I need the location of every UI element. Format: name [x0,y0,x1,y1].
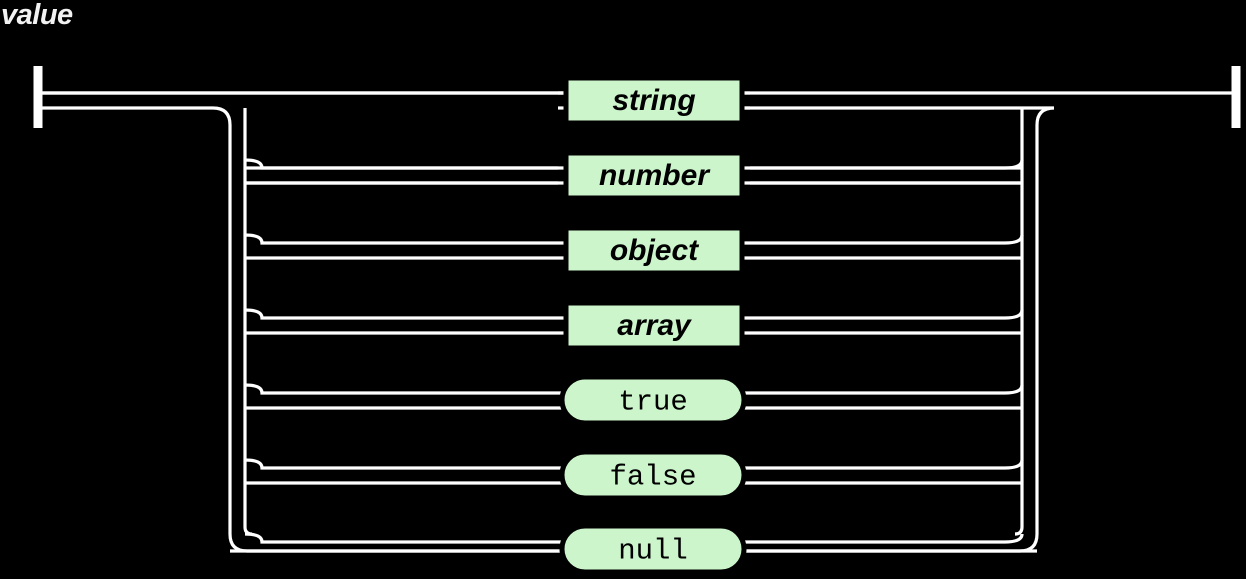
number-track-upper [244,158,566,170]
array-label: array [617,309,692,342]
node-null[interactable]: null [559,523,747,575]
object-track-upper-right [742,234,1024,245]
array-track-upper-right [742,309,1024,320]
string-box[interactable] [563,75,745,126]
false-box[interactable] [559,449,747,501]
branch-channel-true [244,383,1024,410]
object-box[interactable] [563,225,745,276]
object-track-upper [244,233,566,245]
node-string[interactable]: string [563,75,745,126]
true-label: true [618,386,688,419]
node-object[interactable]: object [563,225,745,276]
branch-channel-false [244,458,1024,485]
string-label: string [612,84,695,117]
node-false[interactable]: false [559,449,747,501]
false-track-upper-right [744,459,1024,470]
number-box[interactable] [563,150,745,201]
node-number[interactable]: number [563,150,745,201]
array-track-upper [244,308,566,320]
false-label: false [609,461,696,494]
branch-channel-array [244,308,1024,335]
true-box[interactable] [559,374,747,426]
null-box[interactable] [559,523,747,575]
left-spine-inner [243,108,253,536]
null-label: null [618,535,688,568]
node-true[interactable]: true [559,374,747,426]
object-label: object [610,234,700,267]
true-track-upper [244,383,562,395]
true-track-upper-right [744,384,1024,395]
number-track-upper-right [742,159,1024,170]
number-label: number [599,159,711,192]
diagram-title: value [1,0,73,31]
right-spine-inner [1014,108,1024,536]
false-track-upper [244,458,562,470]
null-track-upper-right [744,533,1024,544]
null-track-upper [244,532,562,544]
array-box[interactable] [563,300,745,351]
branch-channel-null [230,532,1037,553]
branch-channel-object [244,233,1024,260]
node-array[interactable]: array [563,300,745,351]
branch-channel-number [244,158,1024,185]
